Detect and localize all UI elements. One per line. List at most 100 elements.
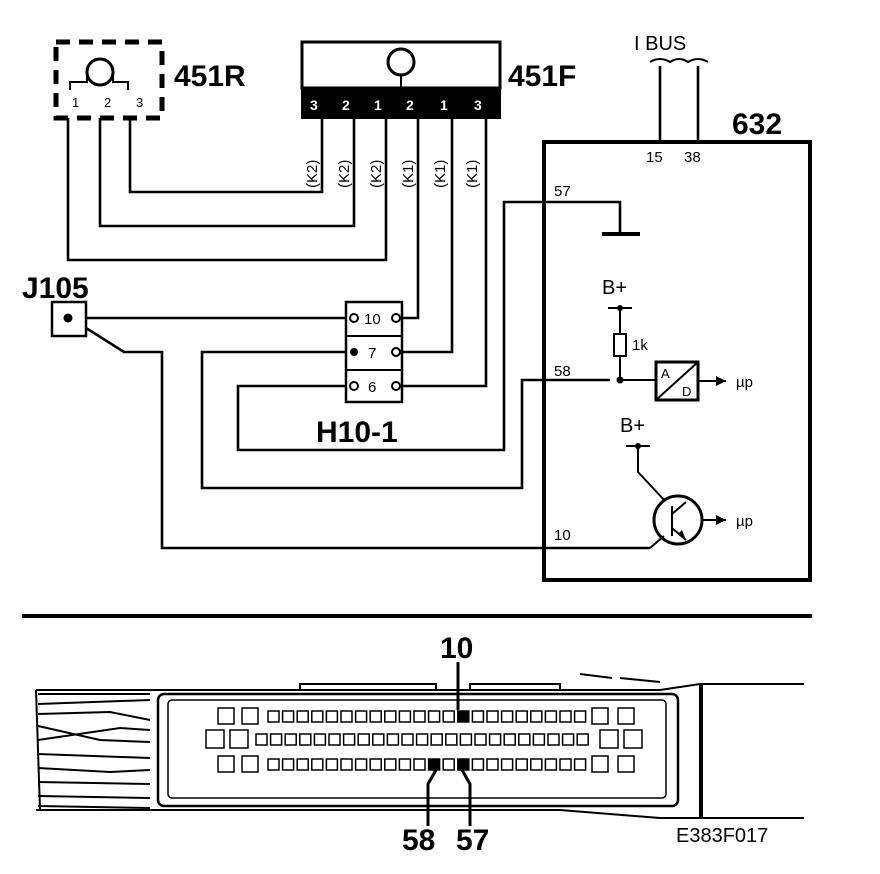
pin-cell <box>267 758 280 771</box>
ground-point-j105: J105 <box>22 272 89 338</box>
sensor-451f: 3 2 1 2 1 3 451F <box>300 40 576 119</box>
pin-cell <box>384 758 397 771</box>
pin-cell <box>325 710 339 723</box>
bus-pin-15: 15 <box>646 149 663 166</box>
wires <box>66 58 709 550</box>
adc-a-label: A <box>661 366 670 381</box>
plug-view: 10 58 57 <box>35 632 804 857</box>
pin-cell <box>311 710 324 723</box>
pin-cell <box>328 733 341 746</box>
wire-code-3: (K2) <box>368 160 385 188</box>
bus-pin-38: 38 <box>684 149 701 166</box>
wire-code-4: (K1) <box>400 160 417 188</box>
pin-cell <box>384 710 397 723</box>
ground-point-label: J105 <box>22 272 89 305</box>
pin-grid <box>205 707 643 773</box>
pin-large <box>617 755 635 773</box>
sensor-451f-pin-1b: 1 <box>440 97 448 113</box>
pin-cell <box>561 733 575 746</box>
connector-pin-10: 10 <box>364 311 381 328</box>
supply-b-plus-1: B+ <box>602 277 627 299</box>
pin-cell <box>354 710 368 723</box>
pin-cell <box>471 758 485 771</box>
pin-cell <box>532 733 546 746</box>
pin-10-callout: 10 <box>440 632 473 665</box>
pin-10-label: 10 <box>554 527 571 544</box>
pin-cell <box>398 758 412 771</box>
pin-57-label: 57 <box>554 183 571 200</box>
sensor-451f-pin-2b: 2 <box>406 97 414 113</box>
pin-large <box>205 729 225 749</box>
pin-cell <box>457 710 470 723</box>
sensor-451f-pin-3b: 3 <box>474 97 482 113</box>
pin-cell <box>354 758 368 771</box>
pin-cell <box>413 758 426 771</box>
resistor-value: 1k <box>632 337 648 354</box>
pin-cell <box>445 733 458 746</box>
pin-cell <box>430 733 443 746</box>
resistor-symbol <box>613 333 627 357</box>
pin-large <box>617 707 635 725</box>
adc-block: A D <box>654 360 700 402</box>
pin-cell <box>284 733 297 746</box>
control-unit-632: 632 15 38 57 58 10 B+ 1k A D µp B+ <box>542 108 812 582</box>
pin-cell <box>530 758 543 771</box>
pin-cell <box>398 710 412 723</box>
pin-cell <box>573 710 587 723</box>
pin-cell <box>255 733 268 746</box>
wire-code-6: (K1) <box>464 160 481 188</box>
sensor-451r-label: 451R <box>174 60 246 93</box>
pin-cell <box>281 710 295 723</box>
pin-cell <box>515 710 528 723</box>
pin-cell <box>544 758 558 771</box>
pin-cell <box>342 733 356 746</box>
pin-cell <box>457 758 470 771</box>
pin-cell <box>442 758 455 771</box>
pin-large <box>229 729 249 749</box>
wire-code-5: (K1) <box>432 160 449 188</box>
pin-cell <box>357 733 370 746</box>
pin-cell <box>518 733 531 746</box>
pin-58-callout: 58 <box>402 824 435 857</box>
connector-label: H10-1 <box>316 416 398 449</box>
pin-58-label: 58 <box>554 363 571 380</box>
sensor-451f-pin-2a: 2 <box>342 97 350 113</box>
transistor-symbol <box>652 494 704 546</box>
pin-large <box>599 729 619 749</box>
pin-cell <box>488 733 502 746</box>
pin-cell <box>559 758 572 771</box>
pin-cell <box>427 758 441 771</box>
pin-cell <box>559 710 572 723</box>
sensor-451r-pin-2: 2 <box>104 95 111 110</box>
connector-pin-7: 7 <box>368 345 376 362</box>
supply-b-plus-2: B+ <box>620 415 645 437</box>
pin-cell <box>313 733 327 746</box>
pin-cell <box>299 733 312 746</box>
pin-cell <box>296 758 309 771</box>
pin-cell <box>576 733 589 746</box>
sensor-451r-pin-1: 1 <box>72 95 79 110</box>
pin-57-callout: 57 <box>456 824 489 857</box>
pin-cell <box>372 733 385 746</box>
pin-cell <box>503 733 516 746</box>
pin-cell <box>281 758 295 771</box>
pin-large <box>217 755 235 773</box>
sensor-451f-pin-1a: 1 <box>374 97 382 113</box>
pin-cell <box>442 710 455 723</box>
pin-cell <box>500 758 514 771</box>
sensor-451f-label: 451F <box>508 60 576 93</box>
pin-cell <box>459 733 473 746</box>
sensor-451r: 1 2 3 451R <box>53 39 246 121</box>
pin-cell <box>413 710 426 723</box>
sensor-451f-pin-3a: 3 <box>310 97 318 113</box>
control-unit-label: 632 <box>732 108 782 141</box>
pin-cell <box>386 733 400 746</box>
output-up-2: µp <box>736 513 753 530</box>
pin-cell <box>369 758 382 771</box>
bus-label: I BUS <box>634 33 686 55</box>
pin-cell <box>547 733 560 746</box>
pin-cell <box>401 733 414 746</box>
figure-code: E383F017 <box>676 825 768 847</box>
pin-cell <box>311 758 324 771</box>
